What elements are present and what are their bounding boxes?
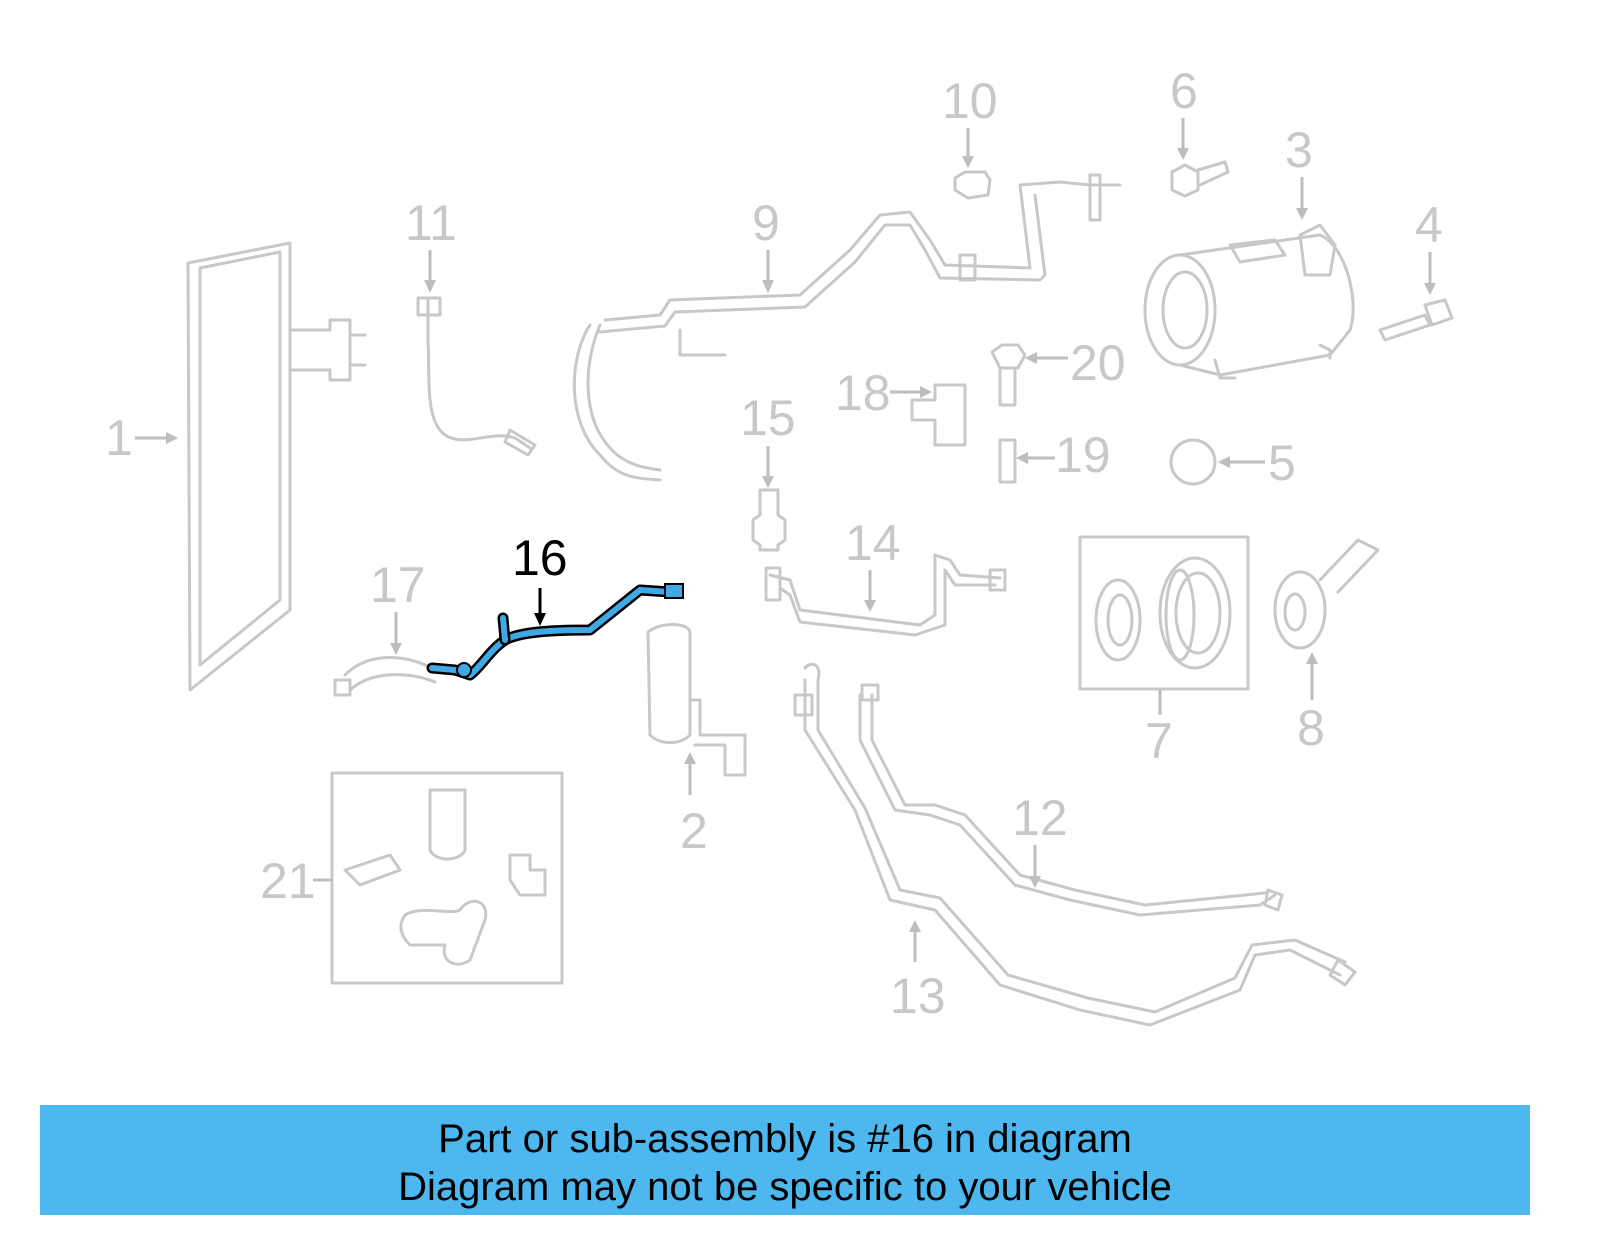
part-5-cap[interactable] — [1169, 438, 1217, 486]
arrow-10 — [962, 128, 974, 168]
part-14-liquid-line[interactable] — [764, 553, 1007, 637]
arrow-18 — [890, 386, 932, 398]
part-20-bolt[interactable] — [990, 343, 1027, 407]
label-19: 19 — [1055, 427, 1111, 483]
arrow-6 — [1177, 118, 1189, 160]
label-6: 6 — [1170, 63, 1198, 119]
part-6-bolt[interactable] — [1170, 160, 1230, 198]
part-16-ac-line-highlighted[interactable] — [426, 583, 684, 681]
label-11: 11 — [405, 195, 457, 251]
parts-diagram: 1 11 9 10 6 — [105, 63, 1454, 1027]
arrow-2 — [684, 752, 696, 795]
arrow-20 — [1025, 352, 1068, 364]
label-1: 1 — [105, 410, 133, 466]
banner-line-1: Part or sub-assembly is #16 in diagram — [438, 1117, 1132, 1161]
arrow-4 — [1424, 252, 1436, 295]
part-2-receiver-drier[interactable] — [646, 623, 747, 777]
label-21: 21 — [260, 853, 316, 909]
label-7: 7 — [1145, 713, 1173, 769]
part-1-condenser[interactable] — [186, 241, 367, 692]
label-9: 9 — [752, 195, 780, 251]
arrow-11 — [424, 250, 436, 293]
arrow-14 — [864, 570, 876, 612]
label-20: 20 — [1070, 335, 1126, 391]
arrow-5 — [1218, 456, 1265, 468]
label-4: 4 — [1415, 197, 1443, 253]
label-14: 14 — [845, 515, 901, 571]
info-banner: Part or sub-assembly is #16 in diagram D… — [40, 1105, 1530, 1215]
part-11-hose[interactable] — [416, 296, 537, 457]
label-16: 16 — [512, 530, 568, 586]
arrow-19 — [1016, 452, 1055, 464]
part-15-switch[interactable] — [751, 488, 787, 552]
label-17: 17 — [370, 557, 426, 613]
part-10-cap[interactable] — [953, 170, 992, 200]
part-4-switch[interactable] — [1378, 298, 1454, 342]
label-15: 15 — [740, 390, 796, 446]
label-8: 8 — [1297, 700, 1325, 756]
part-12-discharge-hose[interactable] — [858, 683, 1284, 917]
label-5: 5 — [1268, 435, 1296, 491]
part-8-coil[interactable] — [1273, 538, 1380, 650]
part-9-suction-line[interactable] — [572, 173, 1122, 482]
part-21-kit[interactable] — [330, 771, 564, 985]
arrow-13 — [909, 920, 921, 962]
arrow-17 — [390, 612, 402, 655]
banner-line-2: Diagram may not be specific to your vehi… — [398, 1165, 1172, 1209]
part-17-hose[interactable] — [333, 656, 437, 697]
label-18: 18 — [835, 365, 891, 421]
label-10: 10 — [942, 73, 998, 129]
part-3-compressor[interactable] — [1143, 223, 1355, 380]
part-7-clutch-assembly[interactable] — [1078, 535, 1250, 691]
part-18-bracket[interactable] — [910, 383, 967, 447]
label-3: 3 — [1285, 122, 1313, 178]
arrow-12 — [1029, 845, 1041, 888]
arrow-3 — [1296, 177, 1308, 220]
arrow-8 — [1306, 652, 1318, 700]
arrow-16 — [534, 588, 546, 626]
part-19-valve-core[interactable] — [998, 438, 1017, 484]
arrow-15 — [762, 446, 774, 488]
label-2: 2 — [680, 803, 708, 859]
label-12: 12 — [1012, 790, 1068, 846]
arrow-1 — [135, 432, 178, 444]
label-13: 13 — [890, 968, 946, 1024]
arrow-9 — [762, 250, 774, 293]
part-13-hose[interactable] — [793, 662, 1357, 1027]
